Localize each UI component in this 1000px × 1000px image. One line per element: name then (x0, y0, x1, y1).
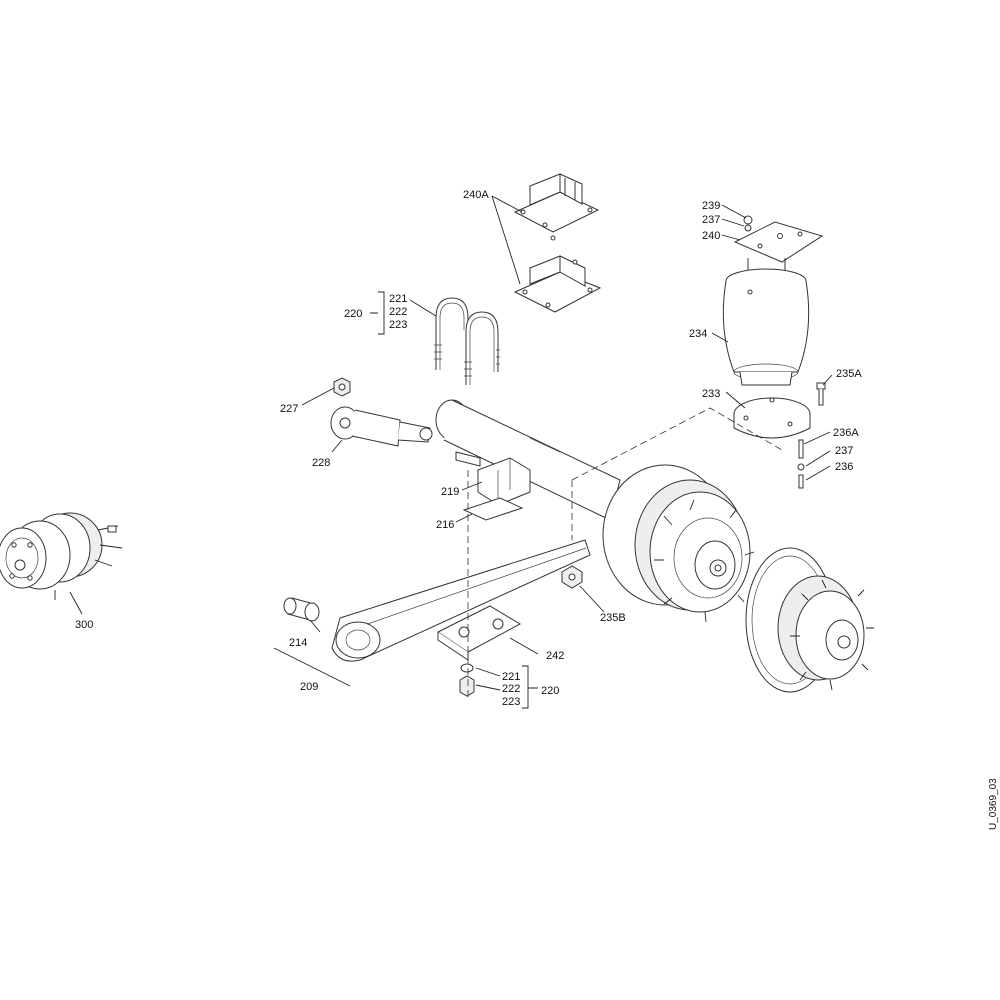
label-214: 214 (289, 637, 307, 649)
axle-seat-219 (477, 457, 531, 506)
label-221-bottom: 221 (502, 671, 520, 683)
bushing-214 (283, 597, 320, 622)
nut-227 (333, 377, 351, 397)
label-220-bottom: 220 (541, 685, 559, 697)
label-237-mid: 237 (835, 445, 853, 457)
label-219: 219 (441, 486, 459, 498)
label-221-top: 221 (389, 293, 407, 305)
axle-beam (435, 399, 621, 521)
label-234: 234 (689, 328, 707, 340)
part-labels: 240A 239 237 240 220 221 222 223 234 235… (75, 189, 862, 708)
label-235A: 235A (836, 368, 862, 380)
shock-absorber-228 (330, 406, 433, 447)
fasteners-236 (797, 439, 805, 489)
label-300: 300 (75, 619, 93, 631)
air-spring-234 (722, 268, 810, 386)
label-223-top: 223 (389, 319, 407, 331)
label-240A: 240A (463, 189, 489, 201)
piston-plate-233 (733, 397, 811, 439)
washer-nut-221-lower (459, 663, 475, 697)
bolt-235A (816, 382, 826, 406)
label-227: 227 (280, 403, 298, 415)
drawing-code: U_0369_03 (988, 778, 999, 830)
label-223-bottom: 223 (502, 696, 520, 708)
label-222-bottom: 222 (502, 683, 520, 695)
top-plate-240 (733, 215, 824, 272)
brake-chamber-300 (0, 512, 123, 600)
bracket-240A-upper (513, 173, 600, 241)
trailing-arm-209 (331, 539, 591, 662)
brake-disc-right (745, 547, 874, 693)
label-237-top: 237 (702, 214, 720, 226)
clamp-plate-242 (437, 605, 522, 661)
label-233: 233 (702, 388, 720, 400)
label-236: 236 (835, 461, 853, 473)
nut-235B (561, 565, 583, 589)
bracket-240A-lower (513, 255, 602, 313)
label-216: 216 (436, 519, 454, 531)
label-222-top: 222 (389, 306, 407, 318)
label-242: 242 (546, 650, 564, 662)
label-209: 209 (300, 681, 318, 693)
label-236A: 236A (833, 427, 859, 439)
label-239: 239 (702, 200, 720, 212)
label-240: 240 (702, 230, 720, 242)
label-235B: 235B (600, 612, 626, 624)
leader-lines (69, 195, 833, 709)
u-bolts-221 (434, 297, 500, 385)
label-228: 228 (312, 457, 330, 469)
label-220-top: 220 (344, 308, 362, 320)
assembly-line-airspring (571, 407, 783, 540)
brake-drum-left (602, 464, 755, 623)
plate-216 (462, 497, 524, 521)
